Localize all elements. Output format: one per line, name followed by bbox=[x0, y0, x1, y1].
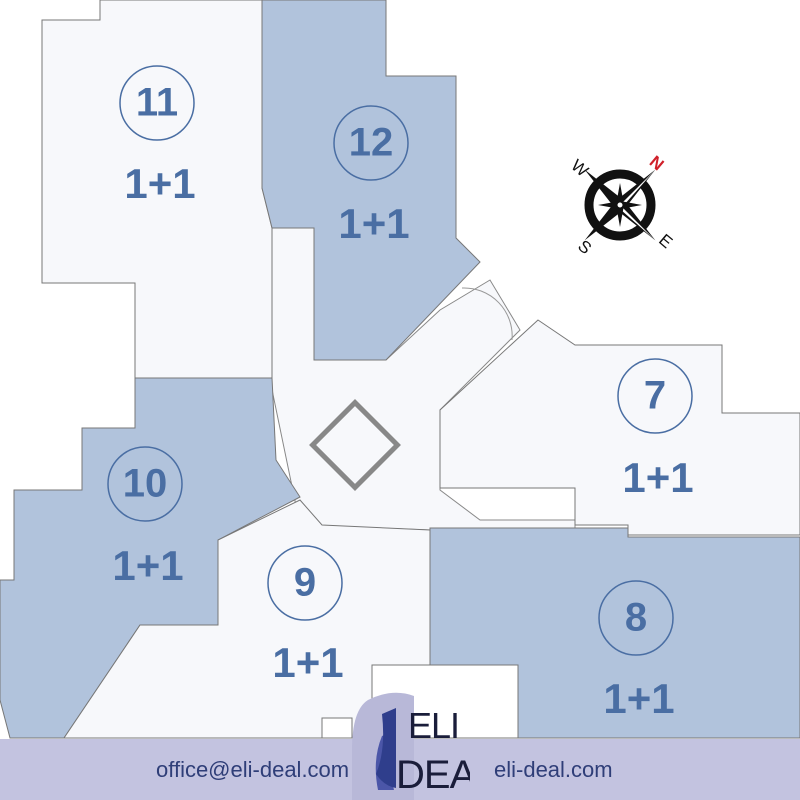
compass-north-label: N bbox=[646, 152, 668, 174]
compass-east-label: E bbox=[655, 230, 676, 252]
apartment-number: 7 bbox=[644, 374, 666, 418]
compass-west-label: W bbox=[567, 156, 592, 181]
compass-rose-icon: N W S E bbox=[567, 152, 676, 258]
apartment-number: 8 bbox=[625, 596, 647, 640]
apartment-8[interactable]: 8 1+1 bbox=[429, 527, 800, 739]
door-arc bbox=[461, 287, 513, 341]
apartment-11[interactable]: 11 1+1 bbox=[41, 0, 273, 379]
apartment-type: 1+1 bbox=[112, 542, 183, 589]
footer-website[interactable]: eli-deal.com bbox=[494, 757, 613, 782]
apartment-number: 10 bbox=[123, 462, 168, 506]
logo-text-deal: DEAL bbox=[396, 753, 470, 797]
apartment-number: 12 bbox=[349, 121, 394, 165]
apartment-type: 1+1 bbox=[603, 675, 674, 722]
apartment-10[interactable]: 10 1+1 bbox=[0, 377, 301, 739]
logo-text-eli: ELI bbox=[408, 705, 459, 746]
elevator-diamond bbox=[309, 399, 401, 491]
apartment-number: 9 bbox=[294, 561, 316, 605]
eli-deal-logo: ELI DEAL bbox=[352, 692, 470, 800]
apartment-number: 11 bbox=[136, 81, 178, 125]
apartment-type: 1+1 bbox=[272, 639, 343, 686]
apartment-type: 1+1 bbox=[338, 200, 409, 247]
apartment-12[interactable]: 12 1+1 bbox=[261, 0, 481, 361]
apartment-type: 1+1 bbox=[124, 160, 195, 207]
apartment-type: 1+1 bbox=[622, 454, 693, 501]
footer-email[interactable]: office@eli-deal.com bbox=[156, 757, 350, 782]
compass-south-label: S bbox=[574, 236, 595, 258]
apartment-7[interactable]: 7 1+1 bbox=[439, 319, 800, 536]
